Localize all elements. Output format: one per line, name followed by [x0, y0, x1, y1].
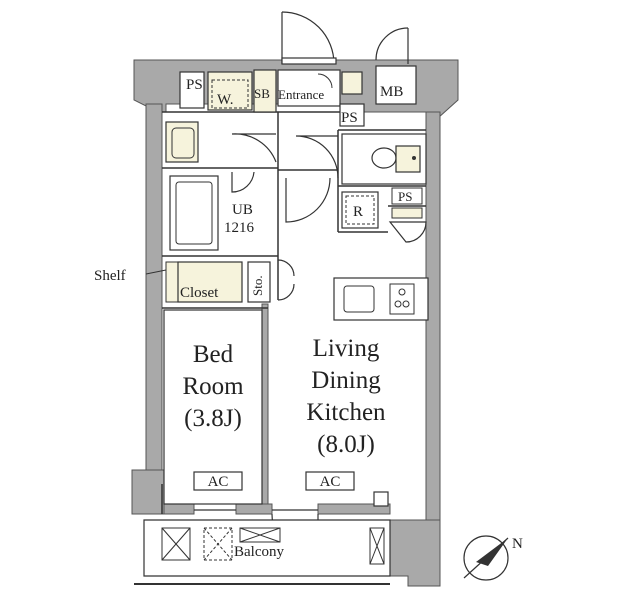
- shelf-leader: [145, 269, 167, 275]
- toilet-door: [295, 135, 339, 179]
- entrance-label: Entrance: [278, 87, 324, 102]
- shoe-box: [253, 69, 277, 113]
- ub-label-1: UB: [232, 202, 253, 218]
- ps-right-box: [391, 187, 423, 205]
- stove-icon: [389, 283, 415, 315]
- ldk-name-line3: Kitchen: [306, 399, 386, 426]
- bedroom-south-wall-right: [235, 503, 273, 515]
- storage-label: Sto.: [250, 275, 265, 296]
- balcony-label: Balcony: [234, 544, 284, 560]
- washer-space: [207, 71, 253, 111]
- meter-box: [375, 65, 417, 105]
- compass-icon: [463, 535, 509, 581]
- ps-right-label: PS: [398, 189, 412, 204]
- bathtub-icon: [175, 181, 213, 245]
- washer-label: W.: [217, 92, 234, 108]
- washroom-door: [231, 133, 277, 163]
- ps-right-door: [388, 221, 427, 243]
- mb-door: [375, 27, 409, 64]
- ac-bedroom-label: AC: [208, 474, 229, 490]
- unit-bath: [169, 175, 219, 251]
- pillar-notch: [373, 491, 389, 507]
- entrance-door: [281, 11, 337, 65]
- north-label: N: [512, 536, 523, 552]
- ldk-south-wall: [317, 503, 391, 515]
- mid-partition-wall: [261, 303, 269, 505]
- ps-mid-box: [339, 103, 365, 127]
- entrance-floor: [277, 69, 341, 107]
- bedroom-name-line2: Room: [182, 373, 244, 400]
- ac-bedroom-unit: [193, 471, 243, 491]
- ps-mid-label: PS: [341, 110, 358, 126]
- refrigerator-label: R: [353, 204, 363, 220]
- ps-top-label: PS: [186, 77, 203, 93]
- ps-top-box: [179, 71, 205, 109]
- bedroom-south-wall-left: [163, 503, 195, 515]
- bedroom: [163, 309, 263, 505]
- storage-door: [277, 259, 295, 301]
- bedroom-size: (3.8J): [184, 405, 242, 432]
- sb-label: SB: [254, 86, 270, 101]
- ac-ldk-unit: [305, 471, 355, 491]
- entrance-fixture: [341, 71, 363, 95]
- ldk-name-line1: Living: [313, 335, 380, 362]
- closet: [177, 261, 243, 303]
- closet-label: Closet: [180, 285, 219, 301]
- hall-door: [285, 177, 331, 223]
- shelf: [165, 261, 179, 303]
- southwest-pier: [131, 469, 165, 515]
- ub-door: [231, 171, 255, 193]
- toilet-icon: [371, 147, 397, 169]
- mb-label: MB: [380, 84, 403, 100]
- storage: [247, 261, 271, 303]
- west-wall: [145, 103, 163, 485]
- refrigerator-space: [341, 191, 379, 229]
- kitchen-counter: [333, 277, 429, 321]
- bedroom-name-line1: Bed: [193, 341, 234, 368]
- ldk-size: (8.0J): [317, 431, 375, 458]
- washer-pan: [211, 79, 249, 109]
- balcony: [134, 519, 391, 585]
- ldk-name-line2: Dining: [311, 367, 381, 394]
- balcony-edge-right: [389, 519, 441, 587]
- shelf-label: Shelf: [94, 268, 126, 284]
- ub-label-2: 1216: [224, 220, 255, 236]
- kitchen-sink-icon: [343, 285, 375, 313]
- ac-ldk-label: AC: [320, 474, 341, 490]
